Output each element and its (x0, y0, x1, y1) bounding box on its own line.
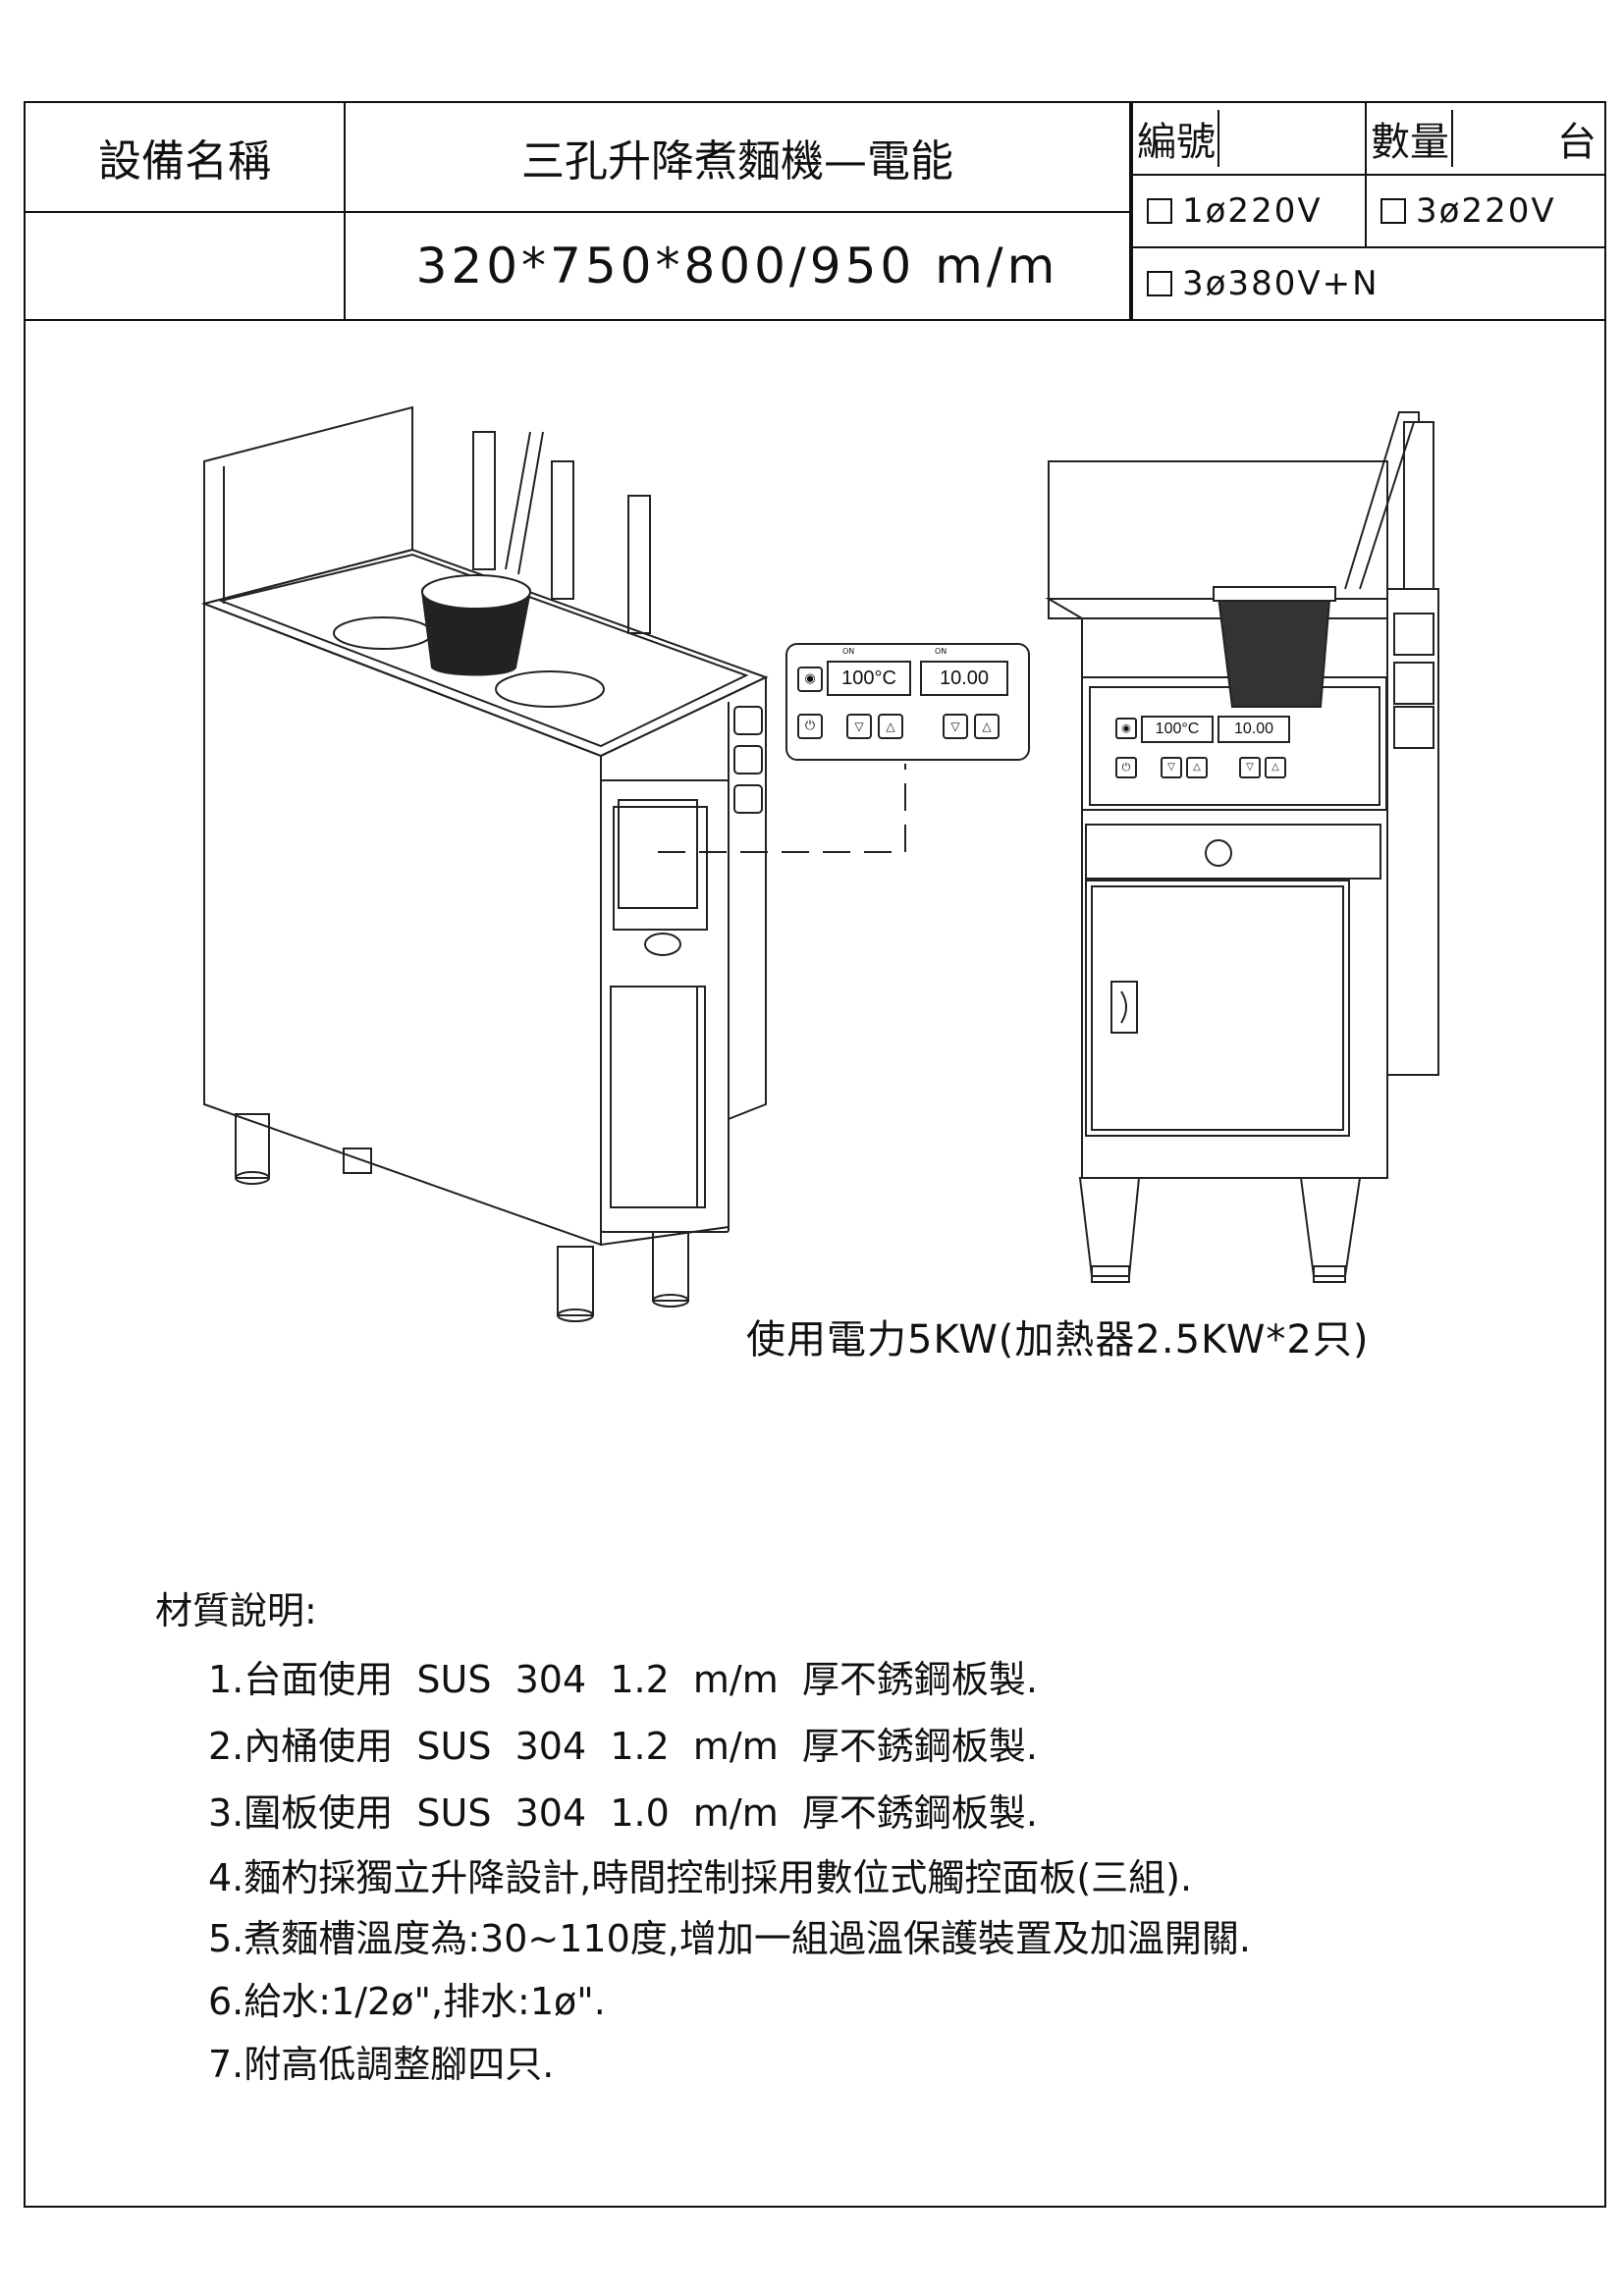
number-cell: 編號 (1131, 103, 1367, 176)
material-item: 6.給水:1/2ø",排水:1ø". (208, 1980, 606, 2023)
name-label: 設備名稱 (98, 136, 271, 187)
dimensions: 320*750*800/950 m/m (415, 238, 1059, 294)
material-item: 3.圍板使用 SUS 304 1.0 m/m 厚不銹鋼板製. (208, 1791, 1038, 1835)
voltage-label: 3ø380V+N (1182, 264, 1380, 303)
material-item: 5.煮麵槽溫度為:30~110度,增加一組過溫保護裝置及加溫開關. (208, 1917, 1251, 1960)
dimensions-cell: 320*750*800/950 m/m (346, 213, 1131, 321)
materials-title: 材質說明: (155, 1589, 317, 1632)
checkbox (1147, 198, 1172, 224)
quantity-label: 數量 (1371, 110, 1453, 167)
voltage-option-2: 3ø220V (1367, 176, 1604, 248)
up-arrow-icon: △ (878, 714, 903, 739)
number-label: 編號 (1137, 110, 1219, 167)
time-display: 10.00 (920, 661, 1008, 696)
equipment-name: 三孔升降煮麵機—電能 (521, 136, 953, 187)
name-label-cell: 設備名稱 (26, 103, 346, 213)
up-arrow-icon: △ (1186, 757, 1208, 778)
material-item: 7.附高低調整腳四只. (208, 2043, 555, 2086)
quantity-unit: 台 (1557, 120, 1596, 165)
temperature-display: 100°C (827, 661, 911, 696)
voltage-label: 1ø220V (1182, 191, 1323, 231)
checkbox (1147, 271, 1172, 296)
spec-sheet: 設備名稱 三孔升降煮麵機—電能 編號 數量 台 1ø220V 3ø220V 32… (24, 101, 1606, 2208)
voltage-option-3: 3ø380V+N (1131, 248, 1604, 321)
voltage-label: 3ø220V (1416, 191, 1556, 231)
down-arrow-icon: ▽ (1161, 757, 1182, 778)
up-arrow-icon: △ (1265, 757, 1286, 778)
down-arrow-icon: ▽ (846, 714, 872, 739)
on-label: ON (935, 647, 947, 656)
up-arrow-icon: △ (974, 714, 1000, 739)
voltage-option-1: 1ø220V (1131, 176, 1367, 248)
material-item: 2.內桶使用 SUS 304 1.2 m/m 厚不銹鋼板製. (208, 1725, 1038, 1768)
down-arrow-icon: ▽ (943, 714, 968, 739)
quantity-cell: 數量 台 (1367, 103, 1604, 176)
checkbox (1380, 198, 1406, 224)
on-label: ON (842, 647, 855, 656)
control-panel-callout: ON ON ◉ 100°C 10.00 ⏻ ▽ △ ▽ △ (785, 643, 1030, 761)
front-control-panel: ◉ 100°C 10.00 ⏻ ▽ △ ▽ △ (1111, 714, 1313, 794)
front-view (1045, 411, 1439, 1283)
power-icon: ⏻ (797, 714, 823, 739)
time-display: 10.00 (1217, 716, 1290, 743)
blank-cell (26, 213, 346, 321)
temperature-display: 100°C (1141, 716, 1214, 743)
header-table: 設備名稱 三孔升降煮麵機—電能 編號 數量 台 1ø220V 3ø220V 32… (26, 103, 1604, 321)
material-item: 1.台面使用 SUS 304 1.2 m/m 厚不銹鋼板製. (208, 1658, 1038, 1701)
perspective-view (200, 405, 769, 1322)
material-item: 4.麵杓採獨立升降設計,時間控制採用數位式觸控面板(三組). (208, 1856, 1193, 1899)
power-icon: ⏻ (1115, 757, 1137, 778)
heat-icon: ◉ (1115, 718, 1137, 739)
power-rating: 使用電力5KW(加熱器2.5KW*2只) (746, 1317, 1370, 1362)
heat-icon: ◉ (797, 667, 823, 692)
down-arrow-icon: ▽ (1239, 757, 1261, 778)
name-value-cell: 三孔升降煮麵機—電能 (346, 103, 1131, 213)
